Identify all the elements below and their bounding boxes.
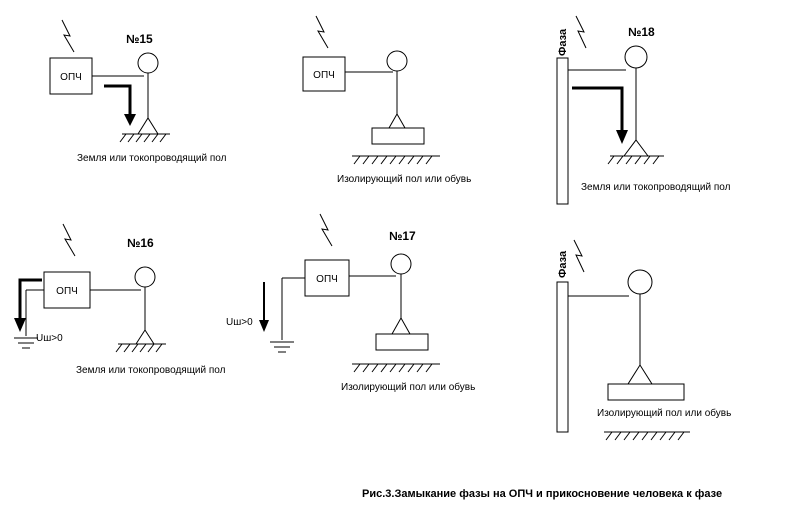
opch-label: ОПЧ — [316, 274, 338, 285]
scheme-bottom-right: Фаза Изолирующий пол или обувь — [556, 239, 731, 441]
floor-label: Изолирующий пол или обувь — [597, 407, 731, 419]
scheme-number: №15 — [126, 32, 153, 46]
person-legs — [137, 117, 159, 135]
opch-box — [49, 57, 93, 95]
scheme-number: №17 — [389, 229, 416, 243]
scheme-16: ОПЧ Uш>0 №16 Земля или токопроводящий по… — [14, 223, 226, 376]
lightning-icon — [575, 15, 587, 49]
scheme-number: №16 — [127, 236, 154, 250]
person-head — [627, 269, 653, 295]
phase-bar — [556, 57, 569, 205]
scheme-15: ОПЧ №15 Земля или токопроводящий пол — [49, 19, 227, 164]
opch-box — [302, 56, 346, 92]
scheme-top-middle: ОПЧ Изолирующий пол или обувь — [302, 15, 471, 185]
person-head — [386, 50, 408, 72]
current-arrow — [18, 278, 42, 322]
scheme-number: №18 — [628, 25, 655, 39]
lightning-icon — [62, 223, 76, 257]
insulating-mat — [371, 127, 425, 145]
lightning-icon — [61, 19, 75, 53]
floor-label: Изолирующий пол или обувь — [337, 173, 471, 185]
floor-hatch — [605, 431, 685, 441]
earth-symbol — [270, 341, 294, 353]
opch-label: ОПЧ — [60, 72, 82, 83]
opch-label: ОПЧ — [56, 286, 78, 297]
person-legs — [135, 329, 155, 345]
lightning-icon — [315, 15, 329, 49]
person-legs — [391, 316, 411, 335]
person-legs — [627, 364, 653, 385]
figure-caption: Рис.3.Замыкание фазы на ОПЧ и прикоснове… — [362, 488, 722, 500]
earth-symbol — [14, 337, 38, 349]
person-legs — [388, 112, 406, 129]
person-head — [624, 45, 648, 69]
lightning-icon — [319, 213, 333, 247]
opch-box — [304, 259, 350, 297]
lightning-icon — [573, 239, 585, 273]
person-legs — [623, 139, 649, 157]
current-arrow — [572, 86, 624, 134]
insulating-mat — [375, 333, 429, 351]
insulating-mat — [607, 383, 685, 401]
person-head — [134, 266, 156, 288]
current-arrow — [104, 84, 132, 122]
arrow-head — [259, 320, 269, 332]
voltage-label: Uш>0 — [36, 333, 63, 344]
voltage-label: Uш>0 — [226, 317, 253, 328]
arrow-head — [124, 114, 136, 126]
floor-label: Земля или токопроводящий пол — [76, 365, 226, 376]
phase-label: Фаза — [557, 250, 569, 278]
opch-label: ОПЧ — [313, 70, 335, 81]
ground-hatch — [607, 155, 660, 165]
person-head — [137, 52, 159, 74]
ground-hatch — [119, 133, 167, 143]
floor-label: Земля или токопроводящий пол — [581, 182, 731, 193]
arrow-head — [14, 318, 26, 332]
phase-bar — [556, 281, 569, 433]
floor-label: Земля или токопроводящий пол — [77, 153, 227, 164]
scheme-18: Фаза №18 Земля или токопроводящий пол — [556, 15, 731, 205]
floor-hatch — [353, 155, 433, 165]
floor-label: Изолирующий пол или обувь — [341, 381, 475, 393]
ground-hatch — [115, 343, 163, 353]
scheme-17: ОПЧ Uш>0 №17 Изолирующий пол или обувь — [226, 213, 475, 393]
person-head — [390, 253, 412, 275]
arrow-head — [616, 130, 628, 144]
phase-label: Фаза — [557, 28, 569, 56]
floor-hatch — [353, 363, 433, 373]
